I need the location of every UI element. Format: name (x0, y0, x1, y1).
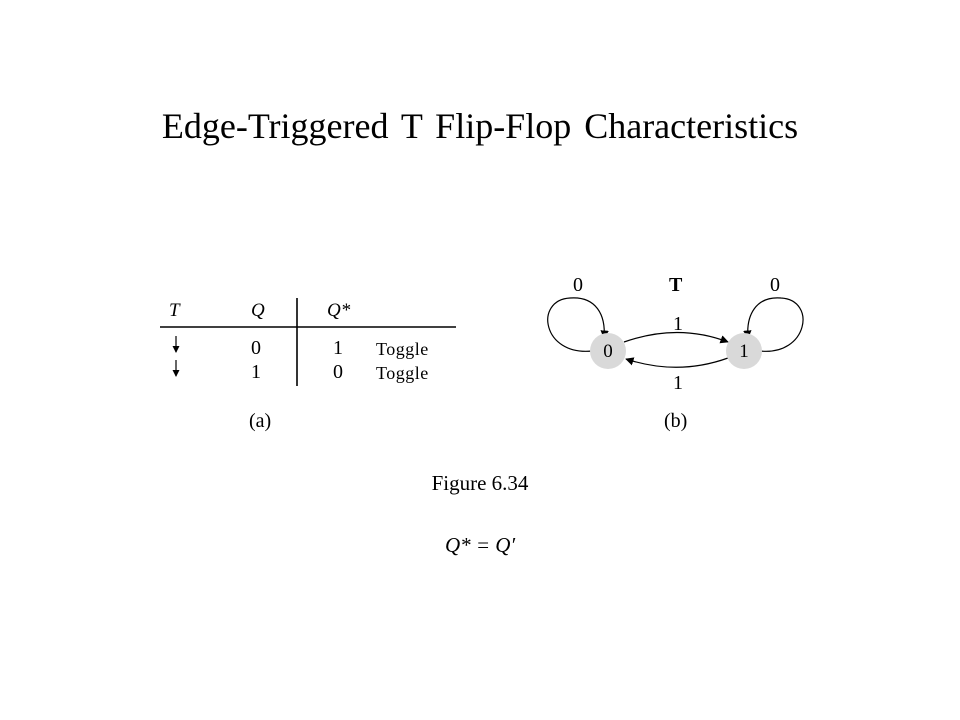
header-t: T (169, 300, 181, 321)
self-loop-state-1 (743, 297, 804, 352)
transition-label-1-to-0: 1 (673, 372, 683, 394)
table-row: 0 1 Toggle (172, 336, 429, 359)
falling-edge-arrow-icon (172, 336, 180, 353)
cell-note: Toggle (376, 339, 429, 359)
figure-caption: Figure 6.34 (431, 471, 529, 495)
state-node-1: 1 (726, 333, 762, 369)
cell-q: 1 (251, 361, 261, 383)
state-label-0: 0 (603, 341, 613, 362)
sublabel-a: (a) (249, 410, 271, 432)
sublabel-b: (b) (664, 410, 687, 432)
cell-q: 0 (251, 337, 261, 359)
self-loop-state-0 (547, 297, 609, 352)
characteristic-table: T Q Q* 0 1 Toggle 1 0 Toggle (a) (160, 298, 456, 432)
cell-qstar: 1 (333, 337, 343, 359)
falling-edge-arrow-icon (172, 360, 180, 377)
cell-qstar: 0 (333, 361, 343, 383)
transition-label-0-to-1: 1 (673, 313, 683, 335)
table-row: 1 0 Toggle (172, 360, 429, 383)
header-q: Q (251, 300, 265, 321)
transition-1-to-0 (625, 357, 729, 368)
slide-title: Edge-Triggered T Flip-Flop Characteristi… (161, 106, 799, 146)
characteristic-equation: Q* = Q′ (444, 533, 516, 557)
state-diagram: T 0 0 1 1 0 1 (b) (547, 274, 804, 432)
self-loop-label-0: 0 (573, 274, 583, 296)
state-label-1: 1 (739, 341, 749, 362)
header-qstar: Q* (327, 300, 351, 321)
input-label-t: T (669, 274, 683, 296)
transition-0-to-1 (623, 331, 729, 344)
cell-note: Toggle (376, 363, 429, 383)
state-node-0: 0 (590, 333, 626, 369)
self-loop-label-1: 0 (770, 274, 780, 296)
